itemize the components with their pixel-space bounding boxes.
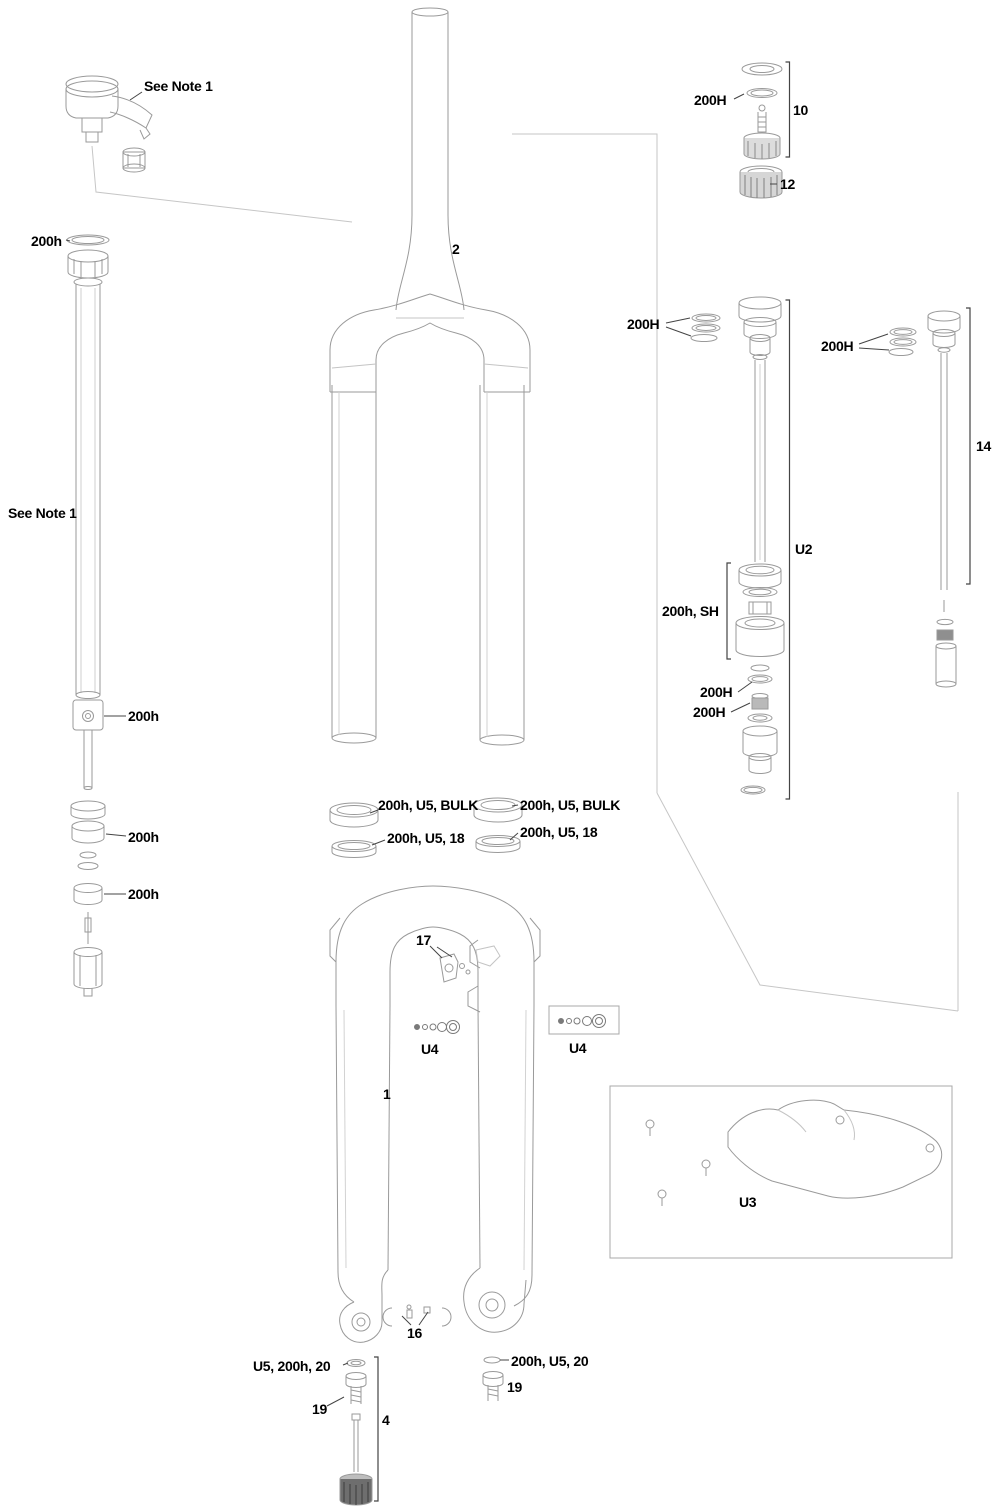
foam-ring-right-label: 200h, U5, 18 (520, 824, 598, 840)
shaft-clamp-label: 200h (128, 708, 159, 724)
torque-part-17 (439, 945, 501, 983)
spacer-b-label: 200H (693, 704, 726, 720)
rebound-shaft-assembly (339, 1359, 373, 1506)
top-cap-group (741, 62, 783, 160)
projection-lines (91, 133, 959, 1012)
piston-ring-label: 200h (128, 829, 159, 845)
u4-right-callout: U4 (569, 1040, 587, 1056)
dust-seal-right-label: 200h, U5, BULK (520, 797, 621, 813)
fender-group (609, 1085, 953, 1259)
crush-washer-left-label: U5, 200h, 20 (253, 1358, 331, 1374)
air-shaft-assembly (690, 296, 785, 795)
glide-ring-label: 200h (128, 886, 159, 902)
lowers-callout: 1 (383, 1086, 391, 1102)
topcap-group-callout: 10 (793, 102, 808, 118)
note-left-label: See Note 1 (8, 505, 77, 521)
crown-steerer-unit (329, 7, 531, 746)
axle-hardware-callout: 16 (407, 1325, 422, 1341)
leader-lines (65, 91, 890, 1407)
oring-top-left-label: 200h (31, 233, 62, 249)
adjuster-knob-callout: 12 (780, 176, 795, 192)
coil-shaft-orings-label: 200H (821, 338, 854, 354)
dust-seals-foam-rings (329, 797, 523, 858)
crush-washer-right-label: 200h, U5, 20 (511, 1353, 589, 1369)
steerer-callout: 2 (452, 241, 460, 257)
shaft-bolt-left-callout: 19 (312, 1401, 327, 1417)
seal-head-label: 200h, SH (662, 603, 719, 619)
damper-parts-stack (70, 800, 106, 997)
topcap-oring-label: 200H (694, 92, 727, 108)
foam-ring-left-label: 200h, U5, 18 (387, 830, 465, 846)
lower-legs (329, 885, 541, 1343)
dust-seal-left-label: 200h, U5, BULK (378, 797, 479, 813)
note-top-label: See Note 1 (144, 78, 213, 94)
u4-left-callout: U4 (421, 1041, 439, 1057)
shaft-bolt-right-callout: 19 (507, 1379, 522, 1395)
adjuster-knob (739, 165, 783, 199)
callout-brackets (374, 61, 971, 1502)
fender-group-callout: U3 (739, 1194, 757, 1210)
u4-fasteners-right (548, 1005, 620, 1035)
u4-fasteners-left (414, 1020, 460, 1034)
spacer-a-label: 200H (700, 684, 733, 700)
coil-shaft-group-callout: 14 (976, 438, 991, 454)
remote-lockout-assembly (65, 75, 153, 173)
air-shaft-group-callout: U2 (795, 541, 813, 557)
torque-part-callout: 17 (416, 932, 431, 948)
coil-shaft-assembly (888, 310, 961, 688)
rebound-group-callout: 4 (382, 1412, 390, 1428)
air-shaft-orings-label: 200H (627, 316, 660, 332)
shaft-bolt-right-assembly (482, 1356, 504, 1401)
damper-assembly (66, 234, 110, 790)
axle-hardware (382, 1304, 452, 1327)
